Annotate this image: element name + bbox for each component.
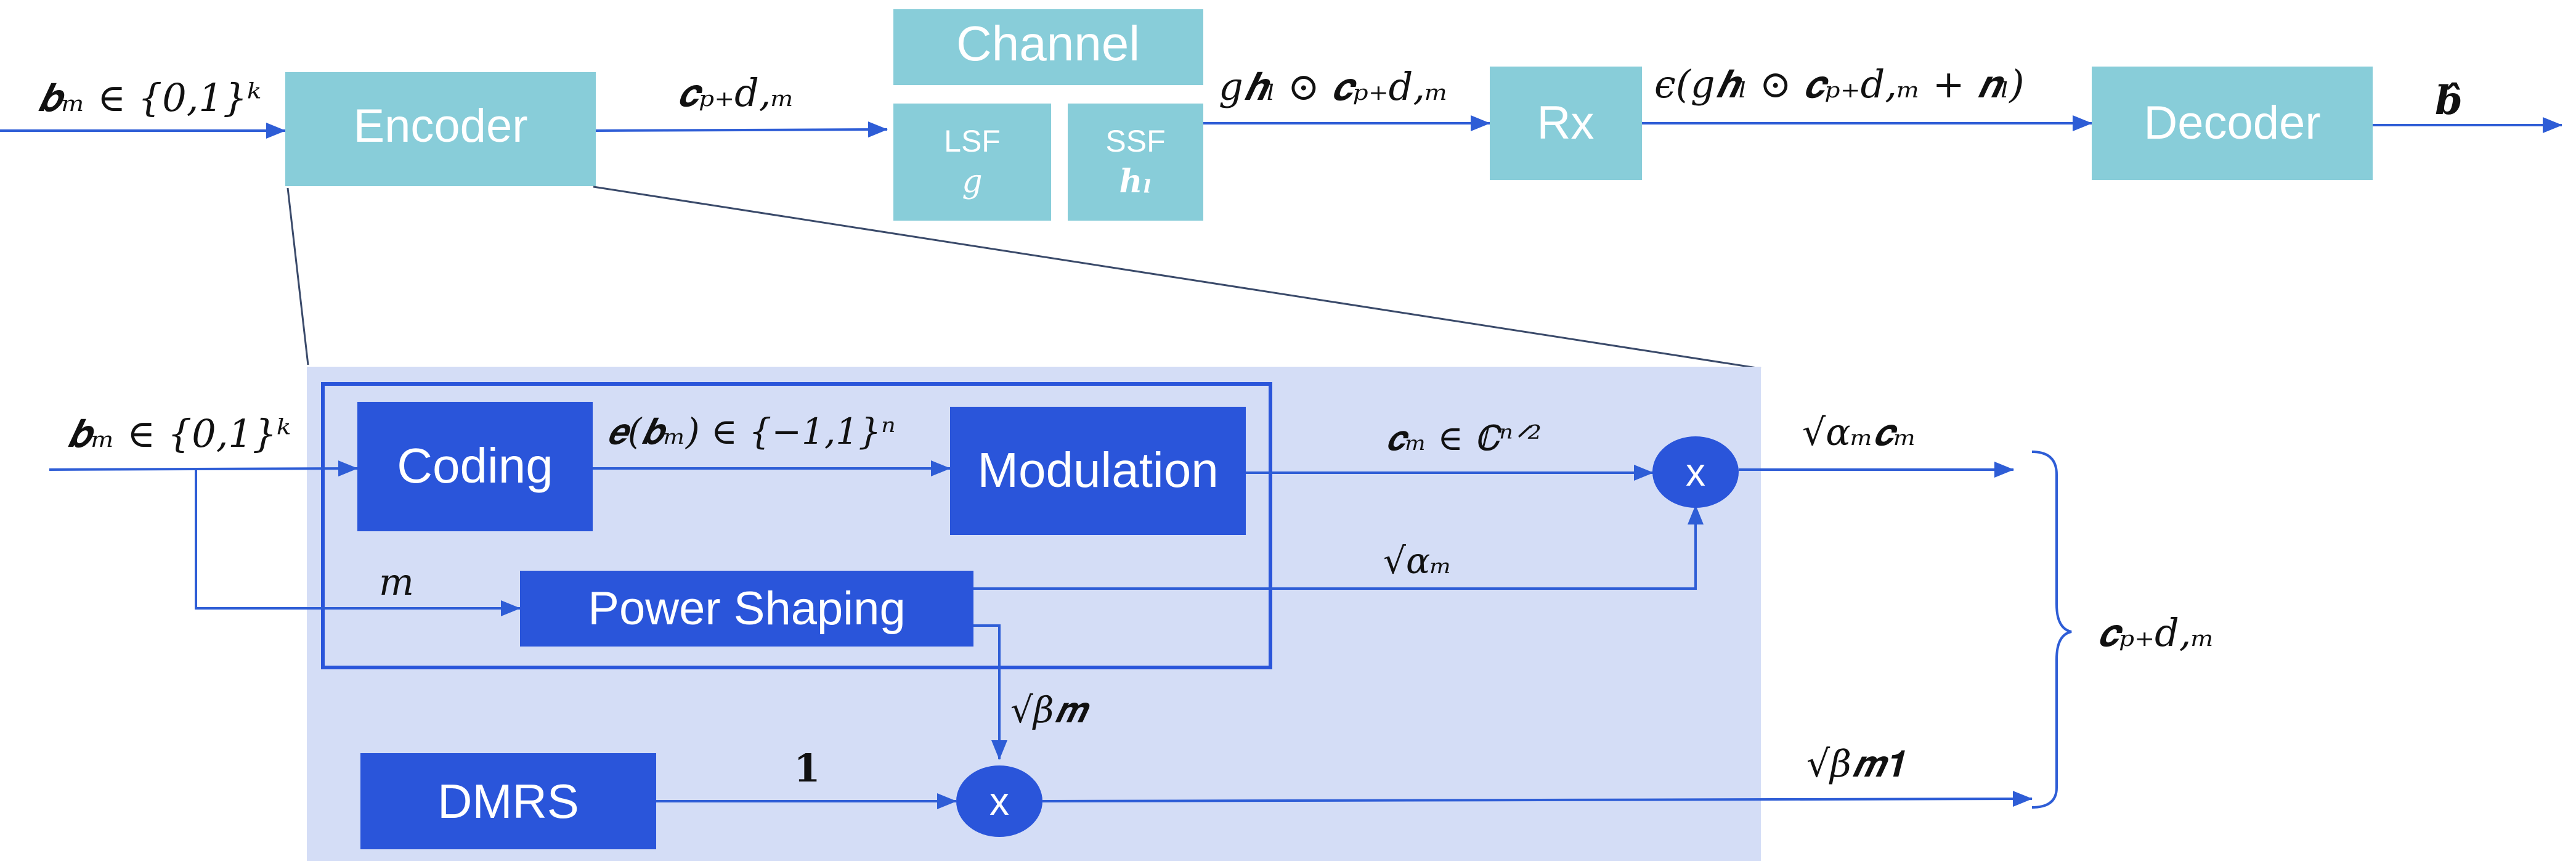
beta-line — [973, 624, 1007, 760]
beta-output-label: √β𝒎𝟏 — [1806, 743, 1906, 786]
zoom-lines — [286, 186, 1761, 370]
combined-output-label: 𝒄ₚ₊d,ₘ — [2098, 610, 2215, 655]
detail-input-label: 𝒃ₘ ∈ {0,1}ᵏ — [68, 411, 291, 456]
dmrs-label: DMRS — [437, 774, 579, 828]
ssf-symbol: 𝒉ₗ — [1119, 163, 1152, 200]
power-shaping-label: Power Shaping — [588, 582, 905, 635]
alpha-label: √αₘ — [1383, 540, 1452, 582]
input-label: 𝒃ₘ ∈ {0,1}ᵏ — [38, 75, 261, 120]
detail-input-arrow — [49, 460, 358, 477]
beta-multiplier[interactable] — [956, 765, 1042, 837]
channel-title-box — [893, 9, 1203, 85]
ssf-label: SSF — [1105, 124, 1165, 158]
m-branch-line — [195, 470, 521, 616]
rx-label: Rx — [1537, 97, 1595, 149]
ssf-box[interactable] — [1068, 104, 1203, 221]
decoder-label: Decoder — [2143, 97, 2320, 149]
beta-label: √β𝒎 — [1010, 689, 1090, 731]
encoder-detail-panel: 𝒃ₘ ∈ {0,1}ᵏ m Coding 𝒆(𝒃ₘ) ∈ {−1,1}ⁿ Mod… — [49, 367, 2033, 861]
rx-block[interactable] — [1490, 67, 1642, 180]
scaled-output-label: √αₘ𝒄ₘ — [1802, 411, 1917, 454]
decoder-block[interactable] — [2092, 67, 2373, 180]
alpha-line — [973, 505, 1704, 590]
brace-shape — [2031, 451, 2072, 809]
rx-output-label: ϵ(g𝒉ₗ ⊙ 𝒄ₚ₊d,ₘ + 𝒏ₗ) — [1654, 62, 2025, 107]
coding-block[interactable] — [357, 402, 593, 531]
alpha-multiplier-symbol: x — [1686, 450, 1705, 494]
coding-output-label: 𝒆(𝒃ₘ) ∈ {−1,1}ⁿ — [607, 410, 896, 452]
encoder-output-label: 𝒄ₚ₊d,ₘ — [678, 70, 795, 115]
coding-label: Coding — [397, 438, 553, 493]
encoder-block[interactable] — [285, 72, 596, 186]
dmrs-block[interactable] — [360, 753, 656, 849]
beta-multiplier-symbol: x — [989, 779, 1009, 823]
lsf-symbol: g — [962, 163, 982, 200]
output-brace: 𝒄ₚ₊d,ₘ — [2031, 451, 2215, 809]
channel-block[interactable]: Channel LSF g SSF 𝒉ₗ — [893, 9, 1203, 221]
power-shaping-block[interactable] — [520, 571, 973, 647]
modulation-label: Modulation — [977, 443, 1218, 497]
m-label: m — [379, 561, 414, 604]
modulation-block[interactable] — [950, 407, 1246, 535]
lsf-box[interactable] — [893, 104, 1051, 221]
modulation-output-label: 𝒄ₘ ∈ ℂⁿᐟ² — [1386, 418, 1542, 459]
top-signal-chain: 𝒃ₘ ∈ {0,1}ᵏ Encoder 𝒄ₚ₊d,ₘ Channel LSF g… — [0, 9, 2562, 221]
channel-output-label: g𝒉ₗ ⊙ 𝒄ₚ₊d,ₘ — [1219, 64, 1448, 109]
zoom-line-left — [286, 187, 309, 365]
lsf-label: LSF — [944, 124, 1001, 158]
channel-title: Channel — [956, 16, 1140, 71]
alpha-multiplier[interactable] — [1652, 436, 1739, 508]
inner-outline — [321, 382, 1272, 669]
zoom-line-right — [593, 186, 1761, 370]
encoder-label: Encoder — [353, 100, 527, 152]
output-label: 𝒃̂ — [2435, 78, 2463, 124]
dmrs-output-label: 𝟏 — [794, 746, 820, 791]
encoder-output-arrow — [595, 121, 888, 138]
beta-output-arrow — [1042, 791, 2033, 807]
